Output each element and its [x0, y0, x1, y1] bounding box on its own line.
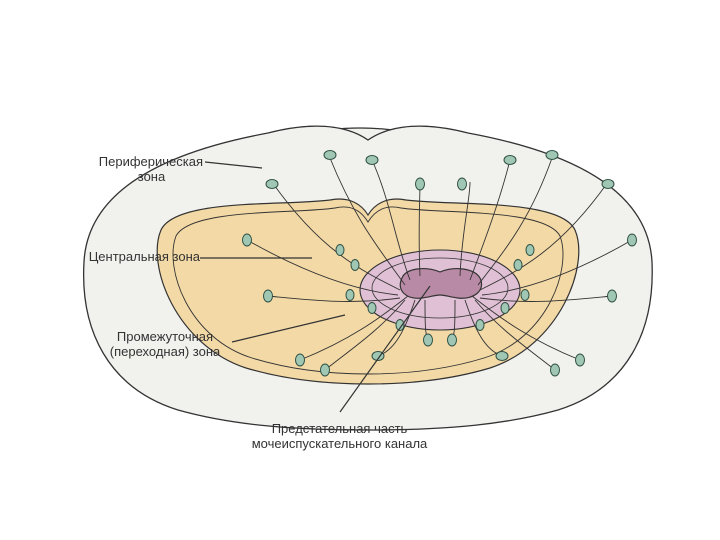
label-urethra: Предстательная часть мочеиспускательного… — [232, 421, 447, 451]
leader-transitional — [231, 314, 346, 343]
leader-lines — [200, 161, 431, 413]
label-peripheral-zone: Периферическая зона — [68, 154, 203, 184]
leader-peripheral — [204, 161, 263, 169]
label-transitional-zone: Промежуточная (переходная) зона — [100, 329, 230, 359]
label-central-zone: Центральная зона — [60, 249, 200, 264]
label-transitional-line2: (переходная) зона — [109, 344, 221, 359]
label-peripheral-line1: Периферическая — [98, 154, 203, 169]
label-transitional-line1: Промежуточная — [116, 329, 214, 344]
prostatic-urethra — [399, 268, 483, 299]
leader-urethra — [339, 285, 431, 413]
gland-ducts — [246, 157, 633, 371]
transitional-zone-inner — [371, 257, 509, 319]
label-urethra-line1: Предстательная часть — [271, 421, 408, 436]
label-urethra-line2: мочеиспускательного канала — [251, 436, 428, 451]
central-zone-inner-boundary — [172, 206, 564, 375]
label-central-text: Центральная зона — [88, 249, 200, 264]
label-peripheral-line2: зона — [137, 169, 166, 184]
glands — [242, 150, 637, 377]
